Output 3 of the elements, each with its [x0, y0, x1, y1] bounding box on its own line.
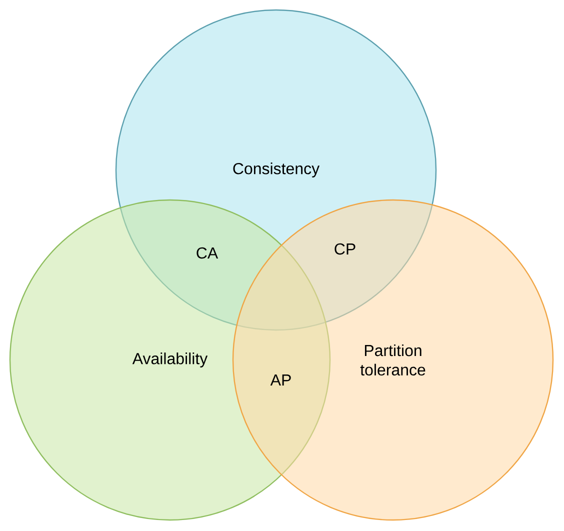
region-label: CA: [196, 247, 218, 259]
region-label: AP: [270, 374, 291, 386]
region-label: CP: [334, 243, 356, 255]
